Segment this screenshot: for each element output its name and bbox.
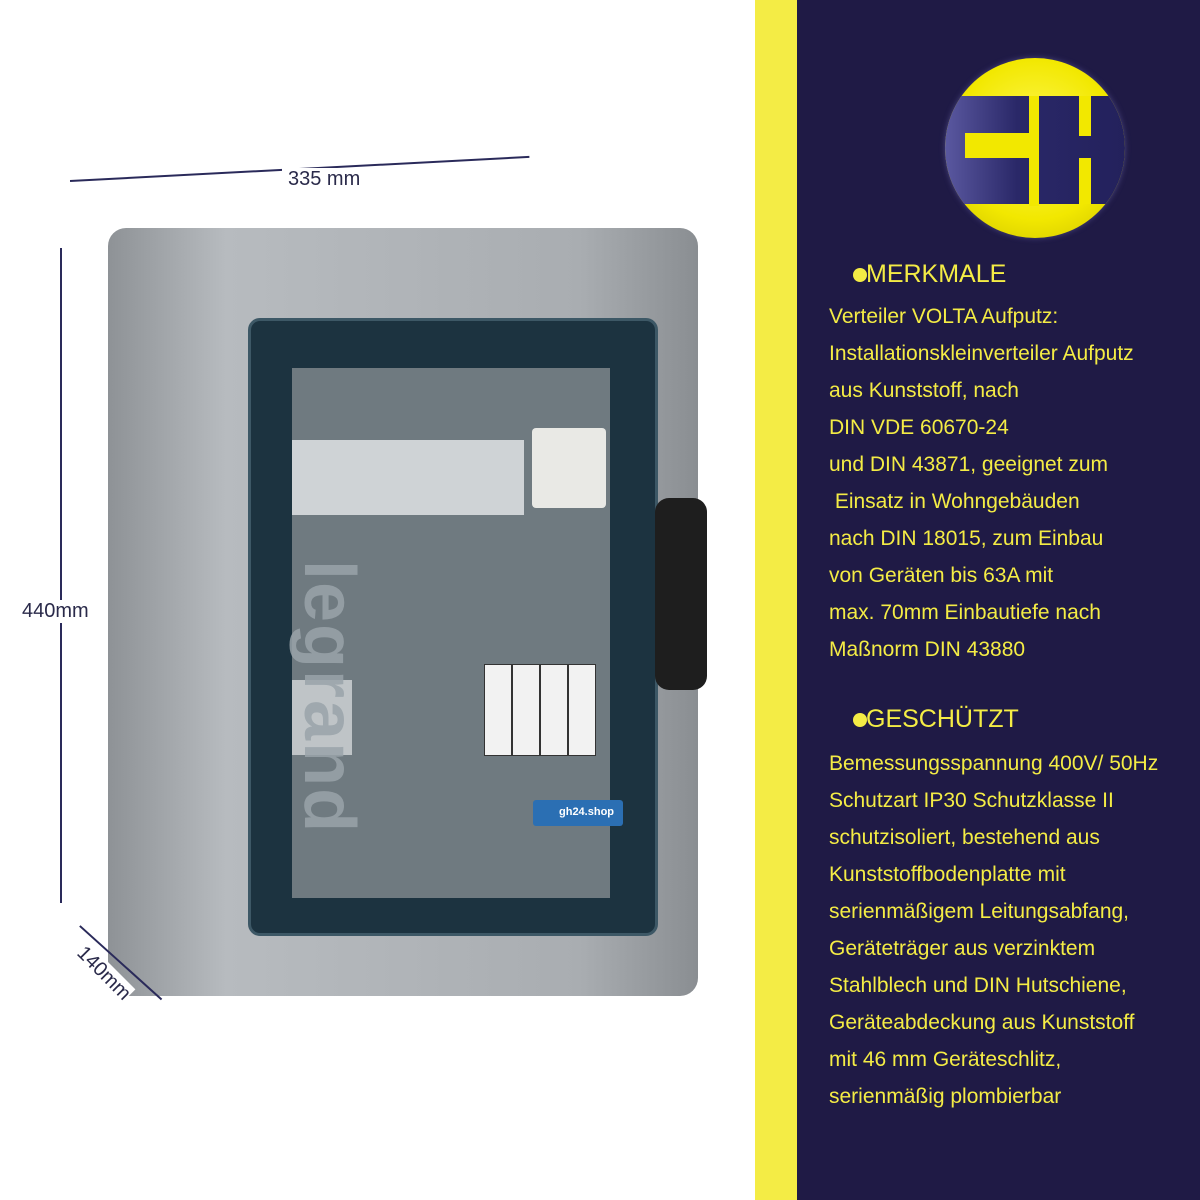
power-socket	[532, 428, 606, 508]
height-arrow	[60, 248, 62, 903]
merkmale-text: Verteiler VOLTA Aufputz:Installationskle…	[829, 305, 1134, 661]
breaker-row	[292, 440, 524, 515]
door-handle	[655, 498, 707, 690]
surge-protector	[512, 664, 540, 756]
surge-protector	[484, 664, 512, 756]
yellow-stripe	[755, 0, 797, 1200]
surge-protector	[568, 664, 596, 756]
section-title-merkmale: MERKMALE	[853, 260, 1006, 289]
surge-protector	[540, 664, 568, 756]
shop-label: gh24.shop	[533, 800, 623, 826]
section-title-geschuetzt: GESCHÜTZT	[853, 705, 1019, 734]
height-label: 440mm	[22, 600, 89, 623]
main-switch	[292, 680, 352, 755]
width-label: 335 mm	[282, 168, 367, 191]
brand-print: legrand	[289, 560, 369, 835]
gh-logo	[945, 58, 1125, 238]
